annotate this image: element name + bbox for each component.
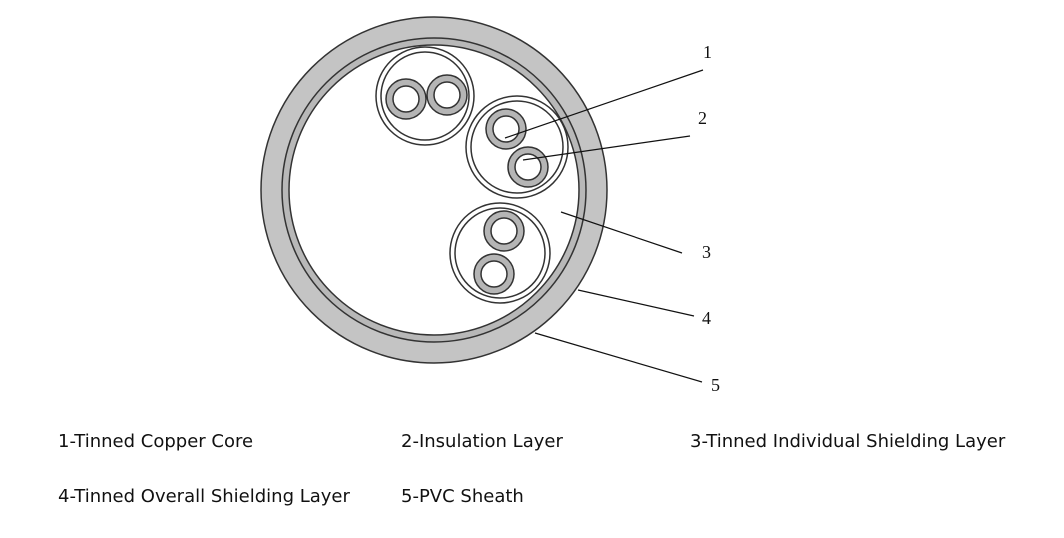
legend-overall-shielding-layer: 4-Tinned Overall Shielding Layer (58, 486, 350, 507)
callout-4: 4 (702, 308, 711, 328)
copper-core (490, 217, 518, 245)
callout-2: 2 (698, 108, 707, 128)
copper-core (480, 260, 508, 288)
legend-tinned-copper-core: 1-Tinned Copper Core (58, 431, 254, 452)
leader-line-2 (522, 135, 691, 161)
copper-core (392, 85, 420, 113)
callout-3: 3 (702, 242, 711, 262)
twisted-pair-top (375, 46, 475, 146)
legend-pvc-sheath: 5-PVC Sheath (401, 486, 524, 507)
leader-line-4 (577, 289, 695, 317)
cable-cross-section-diagram: 1 2 3 4 5 (260, 16, 720, 395)
leader-line-5 (534, 332, 703, 383)
leader-line-3 (560, 211, 683, 254)
leader-line-1 (504, 69, 704, 139)
callout-1: 1 (703, 42, 712, 62)
copper-core (433, 81, 461, 109)
copper-core (514, 153, 542, 181)
twisted-pair-right (465, 95, 569, 199)
callout-5: 5 (711, 375, 720, 395)
legend-individual-shielding-layer: 3-Tinned Individual Shielding Layer (690, 431, 1006, 452)
legend-insulation-layer: 2-Insulation Layer (401, 431, 563, 452)
twisted-pair-bottom (449, 202, 551, 304)
